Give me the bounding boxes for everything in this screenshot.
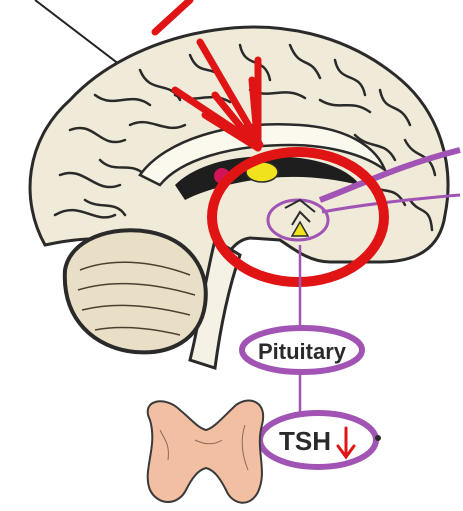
pituitary-label: Pituitary — [258, 339, 347, 364]
cerebellum — [65, 230, 206, 352]
tsh-label: TSH — [279, 426, 331, 456]
tsh-label-group: TSH — [260, 413, 381, 467]
pituitary-label-group: Pituitary — [242, 328, 362, 372]
tsh-dot — [375, 435, 381, 441]
thyroid-gland — [148, 401, 263, 503]
